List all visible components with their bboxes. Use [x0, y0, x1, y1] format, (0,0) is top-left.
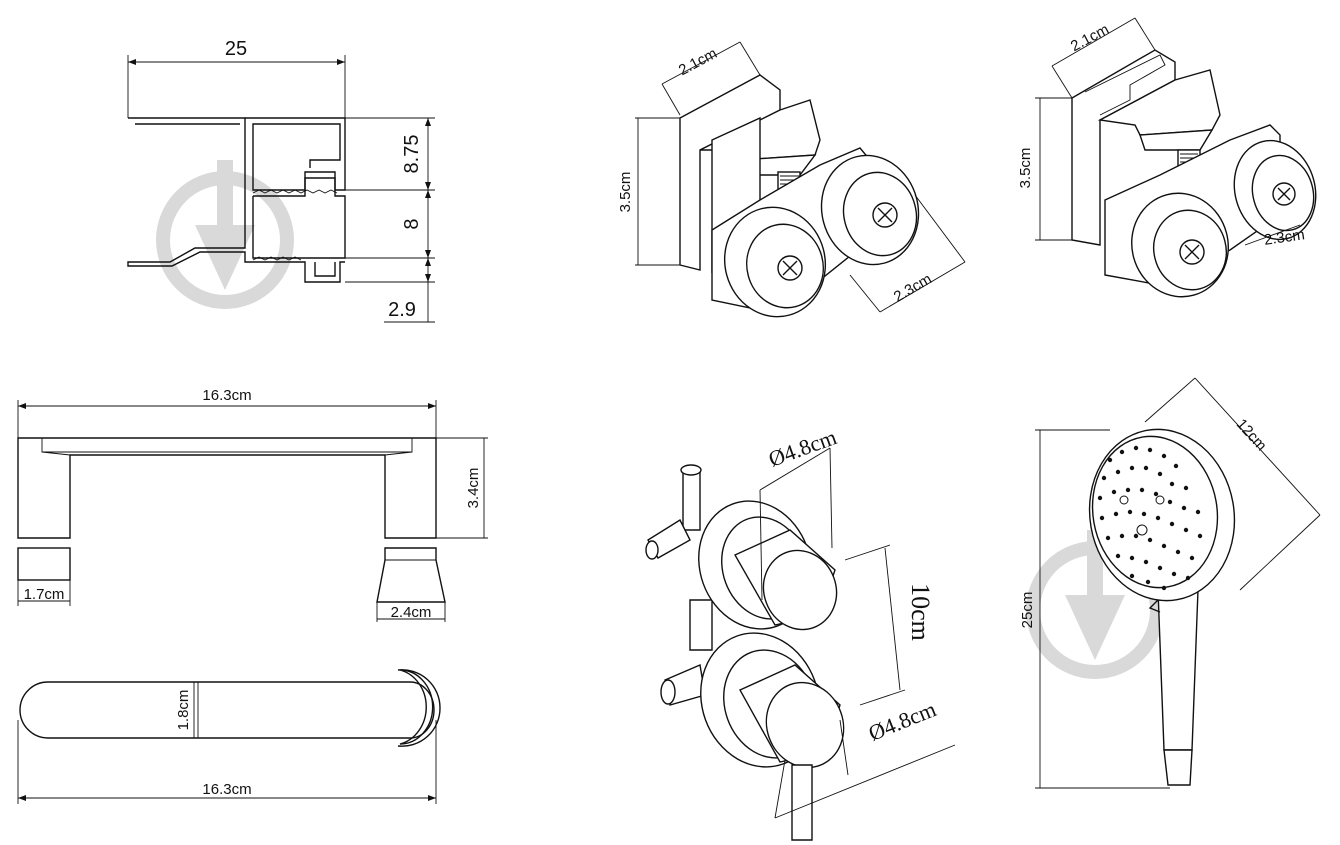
roller-single-height-label: 3.5cm	[617, 172, 634, 213]
roller-single-wheel-label: 2.3cm	[891, 271, 935, 306]
handle-foot-right-label: 2.4cm	[391, 604, 432, 621]
shower-head-drawing: 12cm 25cm	[1019, 377, 1321, 789]
roller-single-drawing: 2.1cm 3.5cm 2.3cm	[617, 41, 966, 318]
handle-foot-left-label: 1.7cm	[24, 586, 65, 603]
mixer-spacing-label: 10cm	[906, 583, 935, 641]
handle-front-length-label: 16.3cm	[202, 387, 251, 404]
shower-head-length-label: 25cm	[1019, 592, 1036, 629]
profile-middle-height-label: 8	[401, 218, 423, 229]
profile-width-label: 25	[225, 38, 247, 60]
roller-double-drawing: 2.1cm 3.5cm 2.3cm	[1017, 17, 1317, 298]
handle-top-thickness-label: 1.8cm	[175, 690, 192, 731]
profile-drawing: 25 8.75 8 2.9	[127, 38, 435, 323]
roller-double-width-label: 2.1cm	[1068, 21, 1112, 55]
roller-single-width-label: 2.1cm	[676, 45, 720, 79]
handle-top-drawing: 1.8cm 16.3cm	[17, 669, 441, 804]
handle-front-height-label: 3.4cm	[465, 468, 482, 509]
mixer-drawing: Ø4.8cm 10cm Ø4.8cm	[645, 424, 956, 841]
mixer-bottom-diameter-label: Ø4.8cm	[865, 696, 940, 746]
handle-front-drawing: 16.3cm 3.4cm 1.7cm 2.4cm	[17, 387, 488, 622]
roller-double-wheel-label: 2.3cm	[1263, 226, 1306, 249]
profile-upper-height-label: 8.75	[401, 135, 423, 174]
shower-head-diameter-label: 12cm	[1233, 416, 1270, 455]
watermark-left-icon	[156, 160, 294, 309]
handle-top-length-label: 16.3cm	[202, 781, 251, 798]
roller-double-height-label: 3.5cm	[1017, 148, 1034, 189]
shower-nozzle-pattern	[1097, 445, 1203, 591]
profile-lower-height-label: 2.9	[388, 299, 416, 321]
